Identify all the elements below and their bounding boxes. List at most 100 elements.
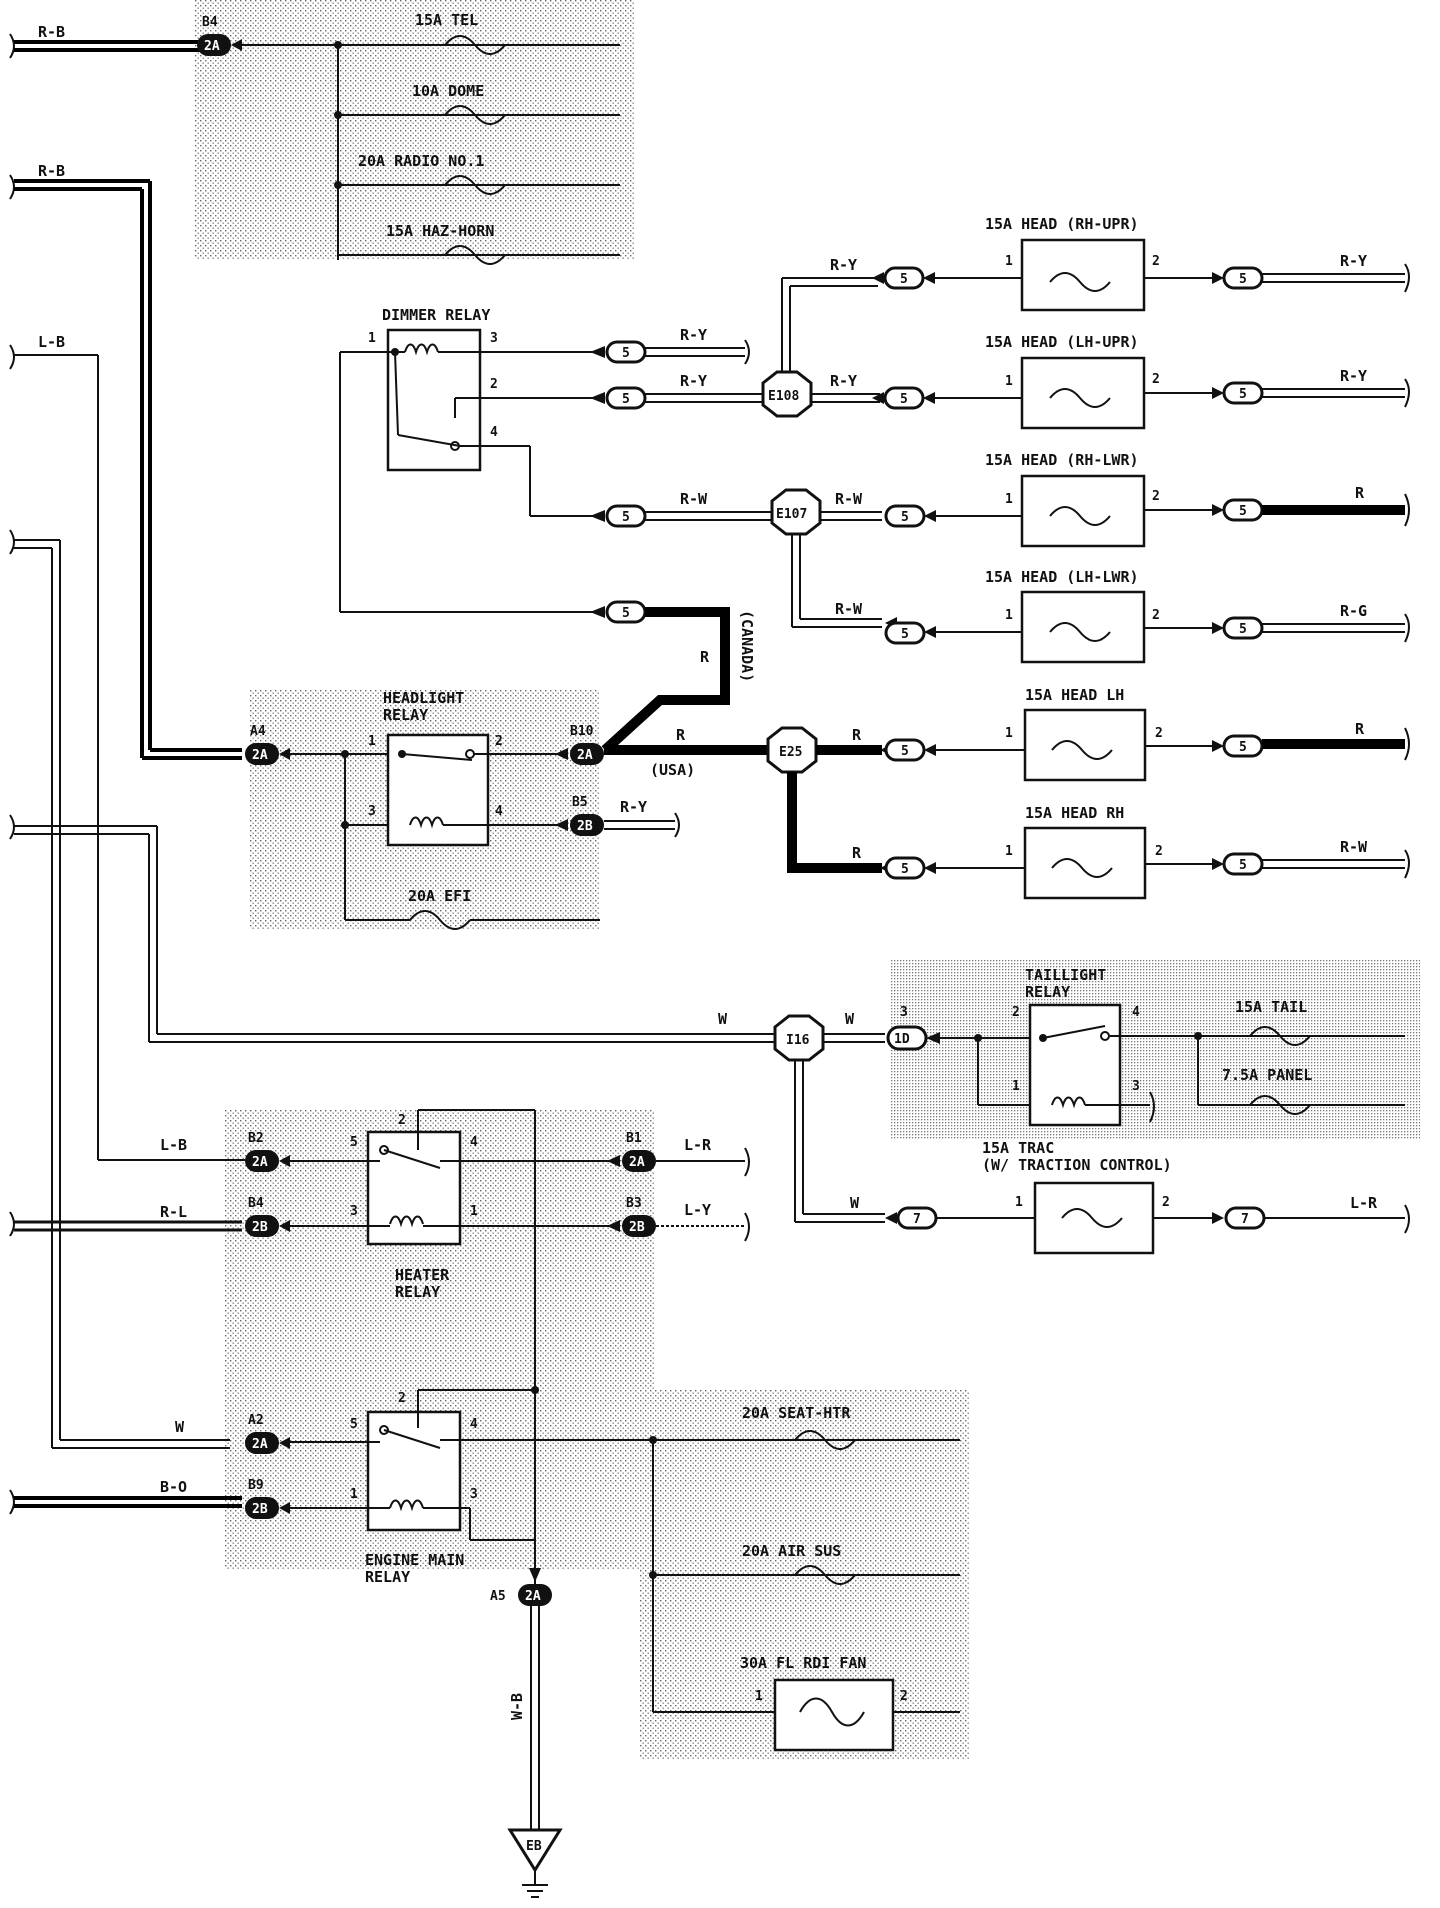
svg-text:HEADLIGHT: HEADLIGHT xyxy=(383,689,464,707)
taillight-shade xyxy=(890,960,1420,1140)
svg-text:1: 1 xyxy=(1005,254,1013,269)
svg-text:R-Y: R-Y xyxy=(830,256,857,274)
svg-text:1: 1 xyxy=(1005,374,1013,389)
svg-text:4: 4 xyxy=(495,804,503,819)
break-bo xyxy=(9,1489,15,1515)
svg-text:2: 2 xyxy=(900,1689,908,1704)
svg-text:R: R xyxy=(852,844,862,862)
svg-text:R-Y: R-Y xyxy=(680,372,707,390)
svg-text:B1: B1 xyxy=(626,1131,642,1146)
svg-text:2A: 2A xyxy=(252,1437,268,1452)
svg-text:R: R xyxy=(852,726,862,744)
svg-text:HEATER: HEATER xyxy=(395,1266,450,1284)
connector-5-b xyxy=(605,386,647,410)
svg-text:7.5A PANEL: 7.5A PANEL xyxy=(1222,1066,1312,1084)
svg-text:B2: B2 xyxy=(248,1131,264,1146)
svg-text:2B: 2B xyxy=(252,1220,268,1235)
svg-text:5: 5 xyxy=(1239,504,1247,519)
svg-text:3: 3 xyxy=(470,1487,478,1502)
connector-label-b4: B4 xyxy=(202,15,218,30)
svg-text:2B: 2B xyxy=(252,1502,268,1517)
svg-text:2: 2 xyxy=(398,1113,406,1128)
svg-text:15A TAIL: 15A TAIL xyxy=(1235,998,1307,1016)
connector-2b-b5 xyxy=(570,814,604,836)
wire-label-lb: L-B xyxy=(38,333,65,351)
svg-text:1: 1 xyxy=(1005,844,1013,859)
svg-text:5: 5 xyxy=(1239,272,1247,287)
svg-text:20A AIR SUS: 20A AIR SUS xyxy=(742,1542,841,1560)
dimmer-relay: DIMMER RELAY 1 3 2 4 xyxy=(339,306,605,613)
head-fuses: 5 1 2 15A HEAD (RH-UPR) 5 R-Y 5 xyxy=(872,215,1410,900)
trac-fuse-box xyxy=(1033,1181,1155,1255)
svg-text:2B: 2B xyxy=(629,1220,645,1235)
svg-text:15A HEAD (RH-UPR): 15A HEAD (RH-UPR) xyxy=(985,215,1139,233)
svg-text:2: 2 xyxy=(1152,489,1160,504)
svg-text:5: 5 xyxy=(622,346,630,361)
svg-text:RELAY: RELAY xyxy=(383,706,428,724)
svg-text:R-L: R-L xyxy=(160,1203,187,1221)
usa-label: (USA) xyxy=(650,761,695,779)
svg-text:7: 7 xyxy=(913,1212,921,1227)
svg-text:ENGINE MAIN: ENGINE MAIN xyxy=(365,1551,464,1569)
connector-2a-a4 xyxy=(245,743,279,765)
svg-text:R-W: R-W xyxy=(835,490,863,508)
svg-text:2: 2 xyxy=(1152,608,1160,623)
wire-label-lb-2: L-B xyxy=(160,1136,187,1154)
svg-text:1: 1 xyxy=(1005,492,1013,507)
svg-text:(W/ TRACTION CONTROL): (W/ TRACTION CONTROL) xyxy=(982,1156,1172,1174)
junction-i16 xyxy=(773,1014,825,1062)
svg-text:4: 4 xyxy=(470,1135,478,1150)
svg-text:R-G: R-G xyxy=(1340,602,1367,620)
svg-text:W-B: W-B xyxy=(508,1693,526,1720)
svg-text:1: 1 xyxy=(1005,608,1013,623)
break-rb-2 xyxy=(9,174,15,200)
w-circuits: W W xyxy=(14,539,775,1449)
svg-text:20A EFI: 20A EFI xyxy=(408,887,471,905)
svg-text:R: R xyxy=(1355,484,1365,502)
svg-text:5: 5 xyxy=(900,272,908,287)
left-edge-breaks xyxy=(9,33,15,1515)
connector-2b-b4 xyxy=(245,1215,279,1237)
svg-text:RELAY: RELAY xyxy=(395,1283,440,1301)
connector-2a-b2 xyxy=(245,1150,279,1172)
svg-text:R-Y: R-Y xyxy=(620,798,647,816)
svg-text:1: 1 xyxy=(1015,1195,1023,1210)
fuse-block-shade-top xyxy=(195,0,635,260)
svg-text:B3: B3 xyxy=(626,1196,642,1211)
svg-text:2: 2 xyxy=(1155,726,1163,741)
bottom-fuses: 20A SEAT-HTR 20A AIR SUS 1 2 30A FL RDI … xyxy=(649,1404,960,1752)
connector-label-a4: A4 xyxy=(250,724,266,739)
e107-branch: E107 R-W R-W xyxy=(765,488,882,628)
break-rl xyxy=(9,1211,15,1237)
svg-text:2A: 2A xyxy=(204,39,220,54)
connector-5-c xyxy=(605,504,647,528)
svg-text:1: 1 xyxy=(1012,1079,1020,1094)
svg-text:3: 3 xyxy=(368,804,376,819)
svg-text:15A HEAD LH: 15A HEAD LH xyxy=(1025,686,1124,704)
svg-text:1: 1 xyxy=(368,331,376,346)
wire-label-w-i16: W xyxy=(718,1010,728,1028)
svg-text:R-W: R-W xyxy=(835,600,863,618)
svg-text:L-R: L-R xyxy=(1350,1194,1378,1212)
e108-branch: R-Y E108 R-Y xyxy=(761,256,880,418)
break-rb-top xyxy=(9,33,15,59)
svg-text:2A: 2A xyxy=(577,748,593,763)
rb-headlight-feed: R-B 2A A4 xyxy=(14,162,290,765)
svg-text:2A: 2A xyxy=(629,1155,645,1170)
svg-text:EB: EB xyxy=(526,1839,542,1854)
svg-text:E107: E107 xyxy=(776,507,807,522)
svg-text:5: 5 xyxy=(901,627,909,642)
svg-text:2: 2 xyxy=(490,377,498,392)
connector-label-b5: B5 xyxy=(572,795,588,810)
canada-label: (CANADA) xyxy=(738,610,756,682)
lb-circuit: L-B L-B xyxy=(14,333,230,1161)
svg-text:3: 3 xyxy=(900,1005,908,1020)
svg-text:I16: I16 xyxy=(786,1033,810,1048)
svg-text:5: 5 xyxy=(1239,387,1247,402)
svg-text:E25: E25 xyxy=(779,745,802,760)
svg-text:5: 5 xyxy=(1239,622,1247,637)
svg-text:L-Y: L-Y xyxy=(684,1201,711,1219)
heater-relay: HEATER RELAY 2A B2 5 2 4 3 1 R-L 2B B4 2… xyxy=(14,1109,750,1590)
svg-text:2A: 2A xyxy=(252,748,268,763)
